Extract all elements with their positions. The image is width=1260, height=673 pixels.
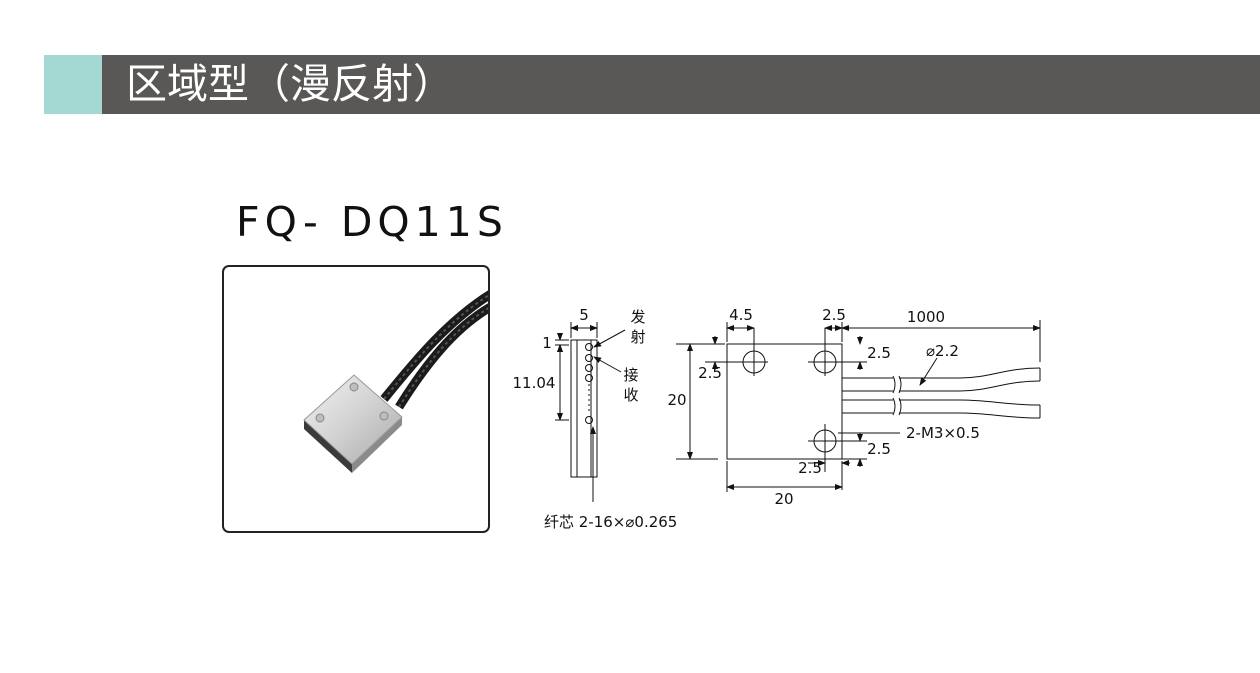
cable-diameter-label: ⌀2.2: [926, 342, 959, 360]
side-view-outline: [570, 339, 598, 478]
sensor-photo-icon: [303, 290, 488, 473]
page-title: 区域型（漫反射）: [126, 60, 454, 108]
side-width-label: 5: [579, 306, 589, 324]
emitter-label-1: 发: [630, 308, 645, 326]
height-label: 20: [667, 391, 686, 409]
side-length-label: 11.04: [513, 374, 556, 392]
header-accent: [44, 55, 102, 114]
product-photo: [222, 265, 490, 533]
model-name: FQ- DQ11S: [236, 198, 508, 246]
emitter-label-2: 射: [630, 328, 645, 346]
thread-label: 2-M3×0.5: [906, 424, 980, 442]
side-top-offset-label: 1: [542, 334, 552, 352]
right-hole-vertical-label: 2.5: [867, 344, 891, 362]
bottom-hole-vertical-label: 2.5: [867, 440, 891, 458]
front-view-outline: [726, 343, 843, 460]
fiber-core-label: 纤芯 2-16×⌀0.265: [544, 513, 677, 531]
bottom-hole-horizontal-label: 2.5: [798, 459, 822, 477]
width-label: 20: [774, 490, 793, 508]
hole-offset-top-label: 2.5: [698, 364, 722, 382]
hole-offset-left-label: 4.5: [729, 306, 753, 324]
cable-length-label: 1000: [907, 308, 945, 326]
receiver-label-2: 收: [623, 386, 638, 404]
receiver-label-1: 接: [623, 366, 638, 384]
hole-offset-right-label: 2.5: [822, 306, 846, 324]
header-bar: 区域型（漫反射）: [44, 55, 1260, 114]
